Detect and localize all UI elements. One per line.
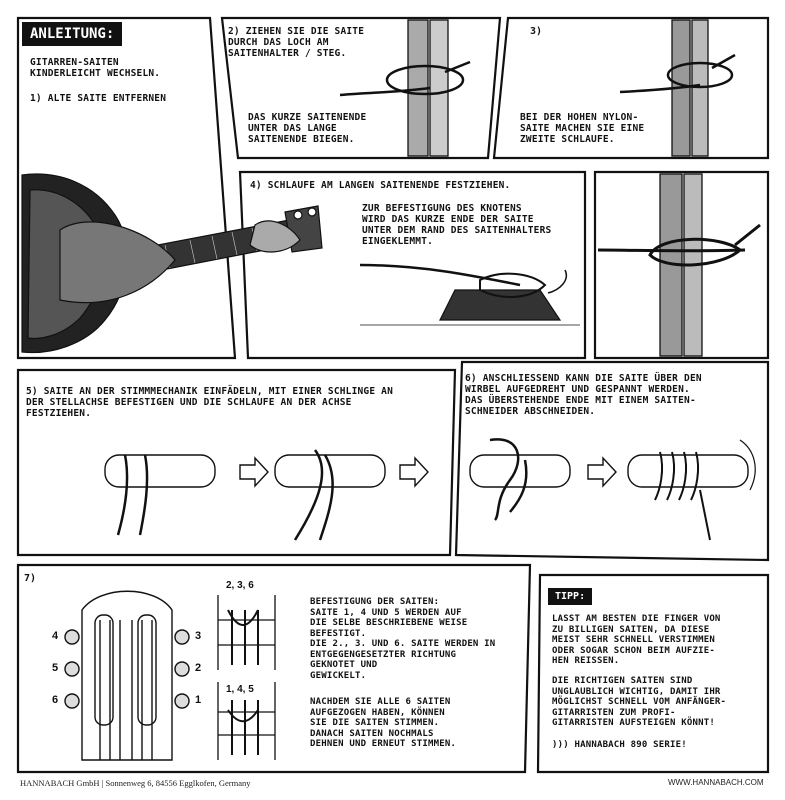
step5-illustration	[104, 449, 429, 541]
panel-step2	[220, 16, 502, 160]
peg-label-left-2: 5	[52, 662, 59, 674]
step2-title: 2) ZIEHEN SIE DIE SAITE DURCH DAS LOCH A…	[228, 26, 365, 59]
knot-label-a: 2, 3, 6	[226, 580, 254, 591]
peg-label-right-2: 2	[195, 662, 202, 674]
peg-label-right-1: 3	[195, 630, 202, 642]
step6-text: 6) ANSCHLIESSEND KANN DIE SAITE ÜBER DEN…	[465, 373, 702, 417]
step5-text: 5) SAITE AN DER STIMMMECHANIK EINFÄDELN,…	[26, 386, 394, 419]
tip-text2: DIE RICHTIGEN SAITEN SIND UNGLAUBLICH WI…	[552, 676, 727, 728]
step4-title: 4) SCHLAUFE AM LANGEN SAITENENDE FESTZIE…	[250, 180, 511, 191]
tip-label: TIPP:	[548, 588, 593, 605]
panel-step5	[16, 368, 457, 557]
peg-label-left-1: 4	[52, 630, 59, 642]
step4b-illustration	[597, 173, 761, 357]
footer-website[interactable]: WWW.HANNABACH.COM	[668, 778, 764, 787]
footer-address: HANNABACH GmbH | Sonnenweg 6, 84556 Eggl…	[20, 778, 251, 788]
step6-illustration	[469, 438, 756, 541]
panel-step3	[492, 16, 770, 160]
step7-text2: NACHDEM SIE ALLE 6 SAITEN AUFGEZOGEN HAB…	[310, 697, 457, 749]
panel-step4	[238, 170, 587, 360]
guitar-illustration	[21, 173, 323, 354]
step1-text: 1) ALTE SAITE ENTFERNEN	[30, 93, 167, 104]
panel-tip	[536, 573, 770, 774]
step2-illustration	[339, 19, 471, 157]
tip-text3: ))) HANNABACH 890 SERIE!	[552, 740, 687, 750]
panel-step7	[16, 563, 532, 774]
step2-text: DAS KURZE SAITENENDE UNTER DAS LANGE SAI…	[248, 112, 367, 145]
step3-number: 3)	[530, 26, 543, 37]
step7-text: BEFESTIGUNG DER SAITEN: SAITE 1, 4 UND 5…	[310, 597, 496, 681]
peg-label-right-3: 1	[195, 694, 202, 706]
step4-text: ZUR BEFESTIGUNG DES KNOTENS WIRD DAS KUR…	[362, 203, 552, 247]
comic-frame	[16, 16, 770, 774]
peg-label-left-3: 6	[52, 694, 59, 706]
panel-step4b	[593, 170, 770, 360]
step3-text: BEI DER HOHEN NYLON- SAITE MACHEN SIE EI…	[520, 112, 645, 145]
step3-illustration	[619, 19, 736, 157]
intro-text: GITARREN-SAITEN KINDERLEICHT WECHSELN.	[30, 57, 161, 79]
panel-borders	[16, 16, 770, 774]
panel-intro	[16, 16, 237, 360]
tip-text: LASST AM BESTEN DIE FINGER VON ZU BILLIG…	[552, 614, 721, 666]
panel-step6	[454, 360, 770, 562]
step7-number: 7)	[24, 573, 37, 584]
headstock-illustration	[64, 590, 190, 761]
knot-label-b: 1, 4, 5	[226, 684, 254, 695]
knot-detail-illustration	[217, 595, 276, 760]
page-title: ANLEITUNG:	[22, 22, 123, 46]
step4-illustration	[359, 263, 580, 326]
